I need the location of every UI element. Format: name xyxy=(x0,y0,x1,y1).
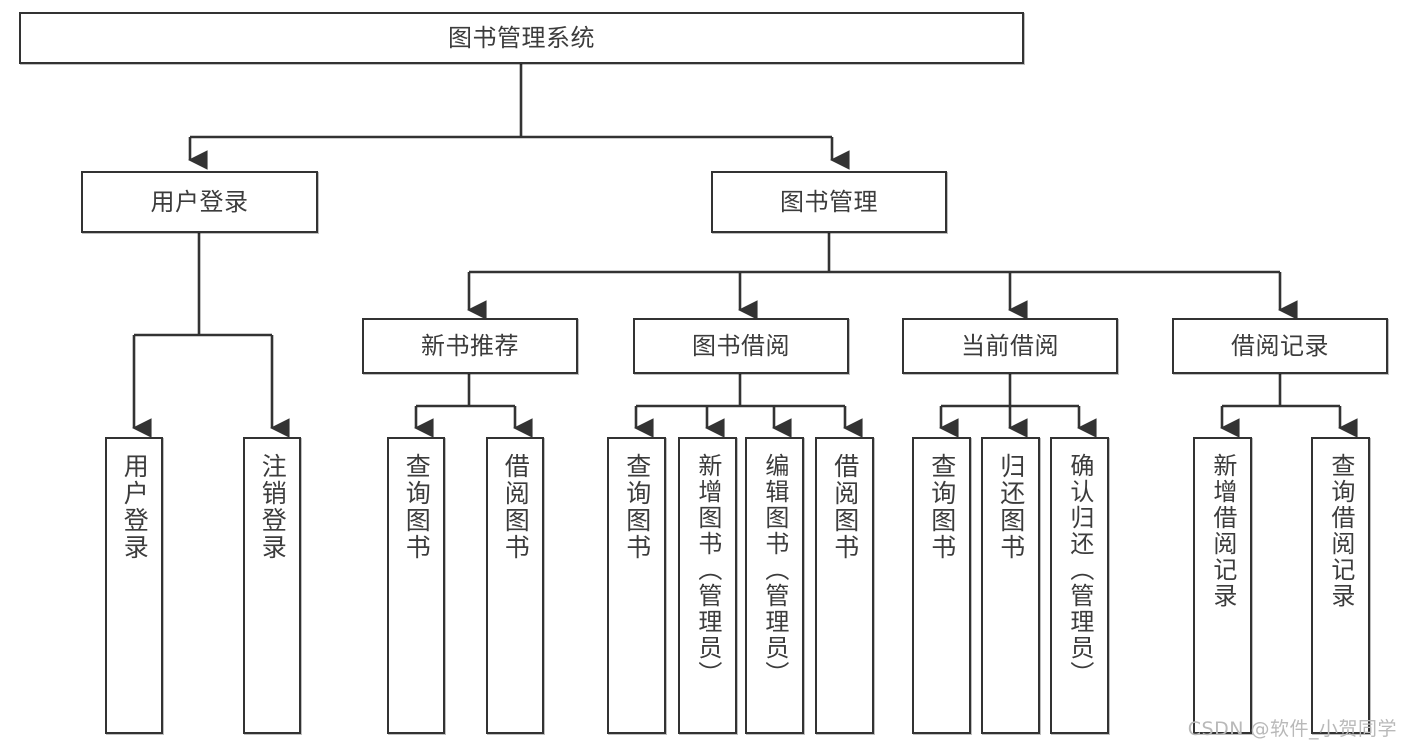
leaf-current-borrow-query-books[interactable]: 查询图书 xyxy=(912,437,971,734)
node-root-book-management-system[interactable]: 图书管理系统 xyxy=(19,12,1024,64)
leaf-book-borrow-edit-book-admin[interactable]: 编辑图书（管理员） xyxy=(745,437,804,734)
node-user-login[interactable]: 用户登录 xyxy=(81,171,318,233)
node-label: 新增借阅记录 xyxy=(1208,453,1237,609)
watermark-text: CSDN @软件_小贺同学 xyxy=(1187,718,1397,740)
leaf-new-book-borrow-books[interactable]: 借阅图书 xyxy=(486,437,544,734)
node-label: 归还图书 xyxy=(996,453,1026,561)
leaf-current-borrow-return-books[interactable]: 归还图书 xyxy=(981,437,1040,734)
leaf-book-borrow-add-book-admin[interactable]: 新增图书（管理员） xyxy=(678,437,737,734)
node-label: 查询借阅记录 xyxy=(1326,453,1355,609)
node-label: 查询图书 xyxy=(622,453,652,561)
node-label: 新增图书（管理员） xyxy=(693,453,722,687)
node-borrow-records[interactable]: 借阅记录 xyxy=(1172,318,1388,374)
node-label: 图书管理系统 xyxy=(448,23,595,52)
leaf-borrow-records-query-record[interactable]: 查询借阅记录 xyxy=(1311,437,1370,734)
node-label: 图书借阅 xyxy=(692,331,790,360)
node-book-borrow[interactable]: 图书借阅 xyxy=(633,318,849,374)
node-label: 编辑图书（管理员） xyxy=(760,453,789,687)
leaf-new-book-query-books[interactable]: 查询图书 xyxy=(387,437,445,734)
leaf-borrow-records-add-record[interactable]: 新增借阅记录 xyxy=(1193,437,1252,734)
leaf-book-borrow-query-books[interactable]: 查询图书 xyxy=(607,437,666,734)
node-label: 新书推荐 xyxy=(421,331,519,360)
leaf-current-borrow-confirm-return-admin[interactable]: 确认归还（管理员） xyxy=(1050,437,1109,734)
leaf-user-login-logout[interactable]: 注销登录 xyxy=(243,437,301,734)
leaf-book-borrow-borrow-books[interactable]: 借阅图书 xyxy=(815,437,874,734)
node-label: 用户登录 xyxy=(150,187,249,216)
node-book-management[interactable]: 图书管理 xyxy=(711,171,947,233)
node-label: 借阅图书 xyxy=(830,453,860,561)
node-label: 借阅记录 xyxy=(1231,331,1329,360)
node-label: 当前借阅 xyxy=(961,331,1059,360)
node-current-borrow[interactable]: 当前借阅 xyxy=(902,318,1118,374)
node-label: 查询图书 xyxy=(927,453,957,561)
node-new-book-recommend[interactable]: 新书推荐 xyxy=(362,318,578,374)
node-label: 注销登录 xyxy=(258,453,288,561)
node-label: 图书管理 xyxy=(780,187,878,216)
node-label: 查询图书 xyxy=(402,453,432,561)
leaf-user-login-login[interactable]: 用户登录 xyxy=(105,437,163,734)
node-label: 确认归还（管理员） xyxy=(1065,453,1094,687)
node-label: 借阅图书 xyxy=(501,453,531,561)
node-label: 用户登录 xyxy=(120,453,150,561)
